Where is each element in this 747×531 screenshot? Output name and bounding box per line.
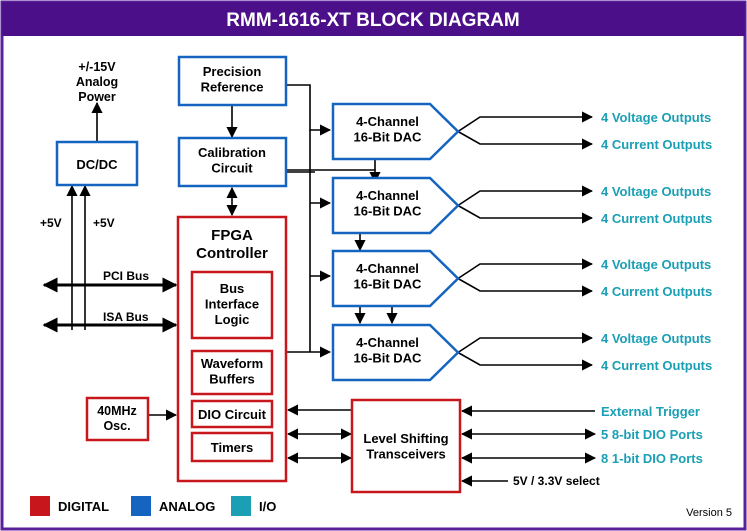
voltage-output-line xyxy=(457,111,594,133)
voltage-outputs-label: 4 Voltage Outputs xyxy=(601,257,711,272)
dac-output-lines xyxy=(457,111,594,371)
voltage-outputs-label: 4 Voltage Outputs xyxy=(601,110,711,125)
legend-io-swatch xyxy=(231,496,251,516)
precision-reference-block xyxy=(177,55,288,107)
voltage-output-line xyxy=(457,332,594,354)
current-outputs-label: 4 Current Outputs xyxy=(601,137,712,152)
plus5v-left-label: +5V xyxy=(40,216,62,230)
current-outputs-label: 4 Current Outputs xyxy=(601,284,712,299)
bus-interface-block xyxy=(190,270,274,340)
legend-digital-label: DIGITAL xyxy=(58,499,109,514)
legend-analog-swatch xyxy=(131,496,151,516)
dio-circuit-label: DIO Circuit xyxy=(198,407,267,422)
waveform-buffers-block xyxy=(190,349,274,396)
dac-shape xyxy=(331,249,460,308)
timers-block xyxy=(190,431,274,463)
dio-circuit-block xyxy=(190,399,274,429)
current-outputs-label: 4 Current Outputs xyxy=(601,358,712,373)
voltage-output-line xyxy=(457,185,594,207)
connections xyxy=(66,84,597,487)
bus-lines xyxy=(42,277,178,333)
voltage-output-line xyxy=(457,258,594,280)
dcdc-block xyxy=(55,140,139,187)
dio-1bit-ports-label: 8 1-bit DIO Ports xyxy=(601,451,703,466)
dac-shape xyxy=(331,323,460,382)
external-trigger-label: External Trigger xyxy=(601,404,700,419)
dio-ports-label: 5 8-bit DIO Ports xyxy=(601,427,703,442)
version-label: Version 5 xyxy=(686,507,732,519)
voltage-outputs-label: 4 Voltage Outputs xyxy=(601,184,711,199)
dac-shape xyxy=(331,176,460,235)
calibration-block xyxy=(177,136,288,188)
current-output-line xyxy=(457,204,594,224)
isa-bus-label: ISA Bus xyxy=(103,310,149,324)
voltage-outputs-label: 4 Voltage Outputs xyxy=(601,331,711,346)
current-output-line xyxy=(457,277,594,297)
legend-io-label: I/O xyxy=(259,499,276,514)
dac-shape xyxy=(331,102,460,161)
legend-digital-swatch xyxy=(30,496,50,516)
plus5v-right-label: +5V xyxy=(93,216,115,230)
legend: DIGITAL ANALOG I/O xyxy=(30,496,276,516)
pci-bus-label: PCI Bus xyxy=(103,269,149,283)
oscillator-block xyxy=(85,396,150,442)
legend-analog-label: ANALOG xyxy=(159,499,215,514)
current-output-line xyxy=(457,351,594,371)
diagram-title: RMM-1616-XT BLOCK DIAGRAM xyxy=(226,10,519,31)
timers-label: Timers xyxy=(211,440,253,455)
title-bar xyxy=(2,2,745,36)
current-outputs-label: 4 Current Outputs xyxy=(601,211,712,226)
dcdc-label: DC/DC xyxy=(76,157,118,172)
voltage-select-label: 5V / 3.3V select xyxy=(513,474,600,488)
current-output-line xyxy=(457,130,594,150)
level-shifting-block xyxy=(350,398,462,494)
